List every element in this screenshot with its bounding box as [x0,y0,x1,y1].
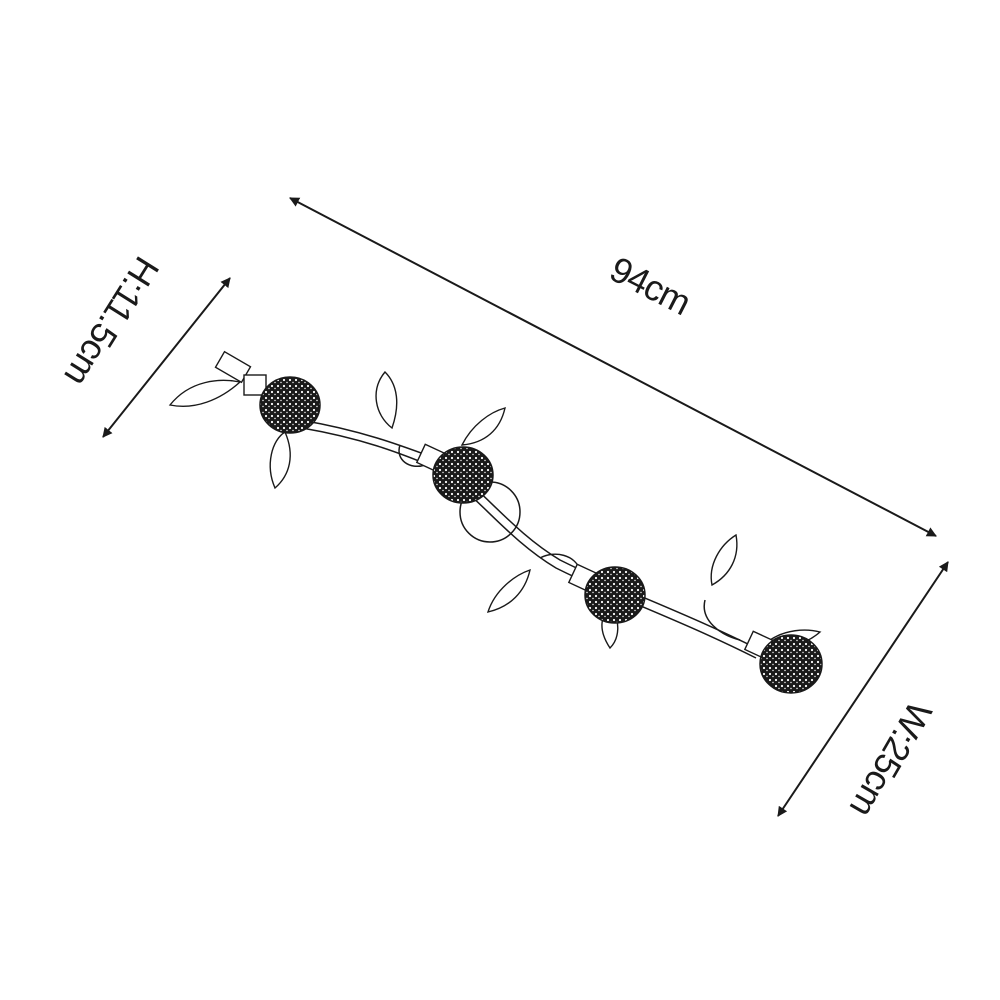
shade-4 [759,634,823,694]
length-arrow [289,197,937,537]
shade-2 [432,446,494,504]
leaves [168,370,822,650]
lamp-bar [299,419,761,659]
shade-1 [259,376,321,434]
height-arrow [102,277,231,438]
shades [259,376,823,694]
width-arrow [777,561,949,817]
shade-3 [584,566,646,624]
